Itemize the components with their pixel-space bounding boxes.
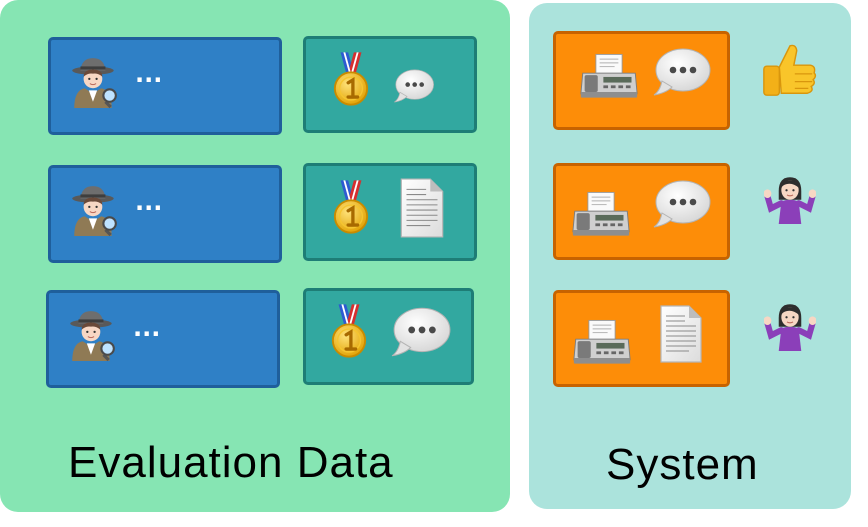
detective-icon	[68, 309, 116, 363]
query-text: ...	[135, 188, 163, 216]
answer-card	[303, 36, 477, 133]
fax-machine-icon	[580, 53, 638, 99]
detective-icon	[70, 56, 118, 110]
document-icon	[400, 178, 444, 238]
speech-bubble-icon	[653, 180, 711, 228]
gold-medal-icon	[333, 50, 369, 107]
speech-bubble-icon	[391, 307, 451, 357]
fax-machine-icon	[572, 191, 630, 237]
fax-machine-icon	[573, 319, 631, 365]
document-icon	[660, 305, 702, 363]
answer-card	[303, 163, 477, 261]
gold-medal-icon	[333, 178, 369, 235]
speech-bubble-icon	[394, 69, 434, 103]
detective-icon	[70, 184, 118, 238]
system-label: System	[606, 440, 759, 489]
query-text: ...	[133, 314, 161, 342]
speech-bubble-icon	[653, 48, 711, 96]
thumbs-up-icon	[763, 44, 817, 96]
person-shrugging-icon	[764, 172, 816, 224]
evaluation-data-label: Evaluation Data	[68, 438, 394, 487]
gold-medal-icon	[331, 302, 367, 359]
person-shrugging-icon	[764, 299, 816, 351]
query-text: ...	[135, 60, 163, 88]
